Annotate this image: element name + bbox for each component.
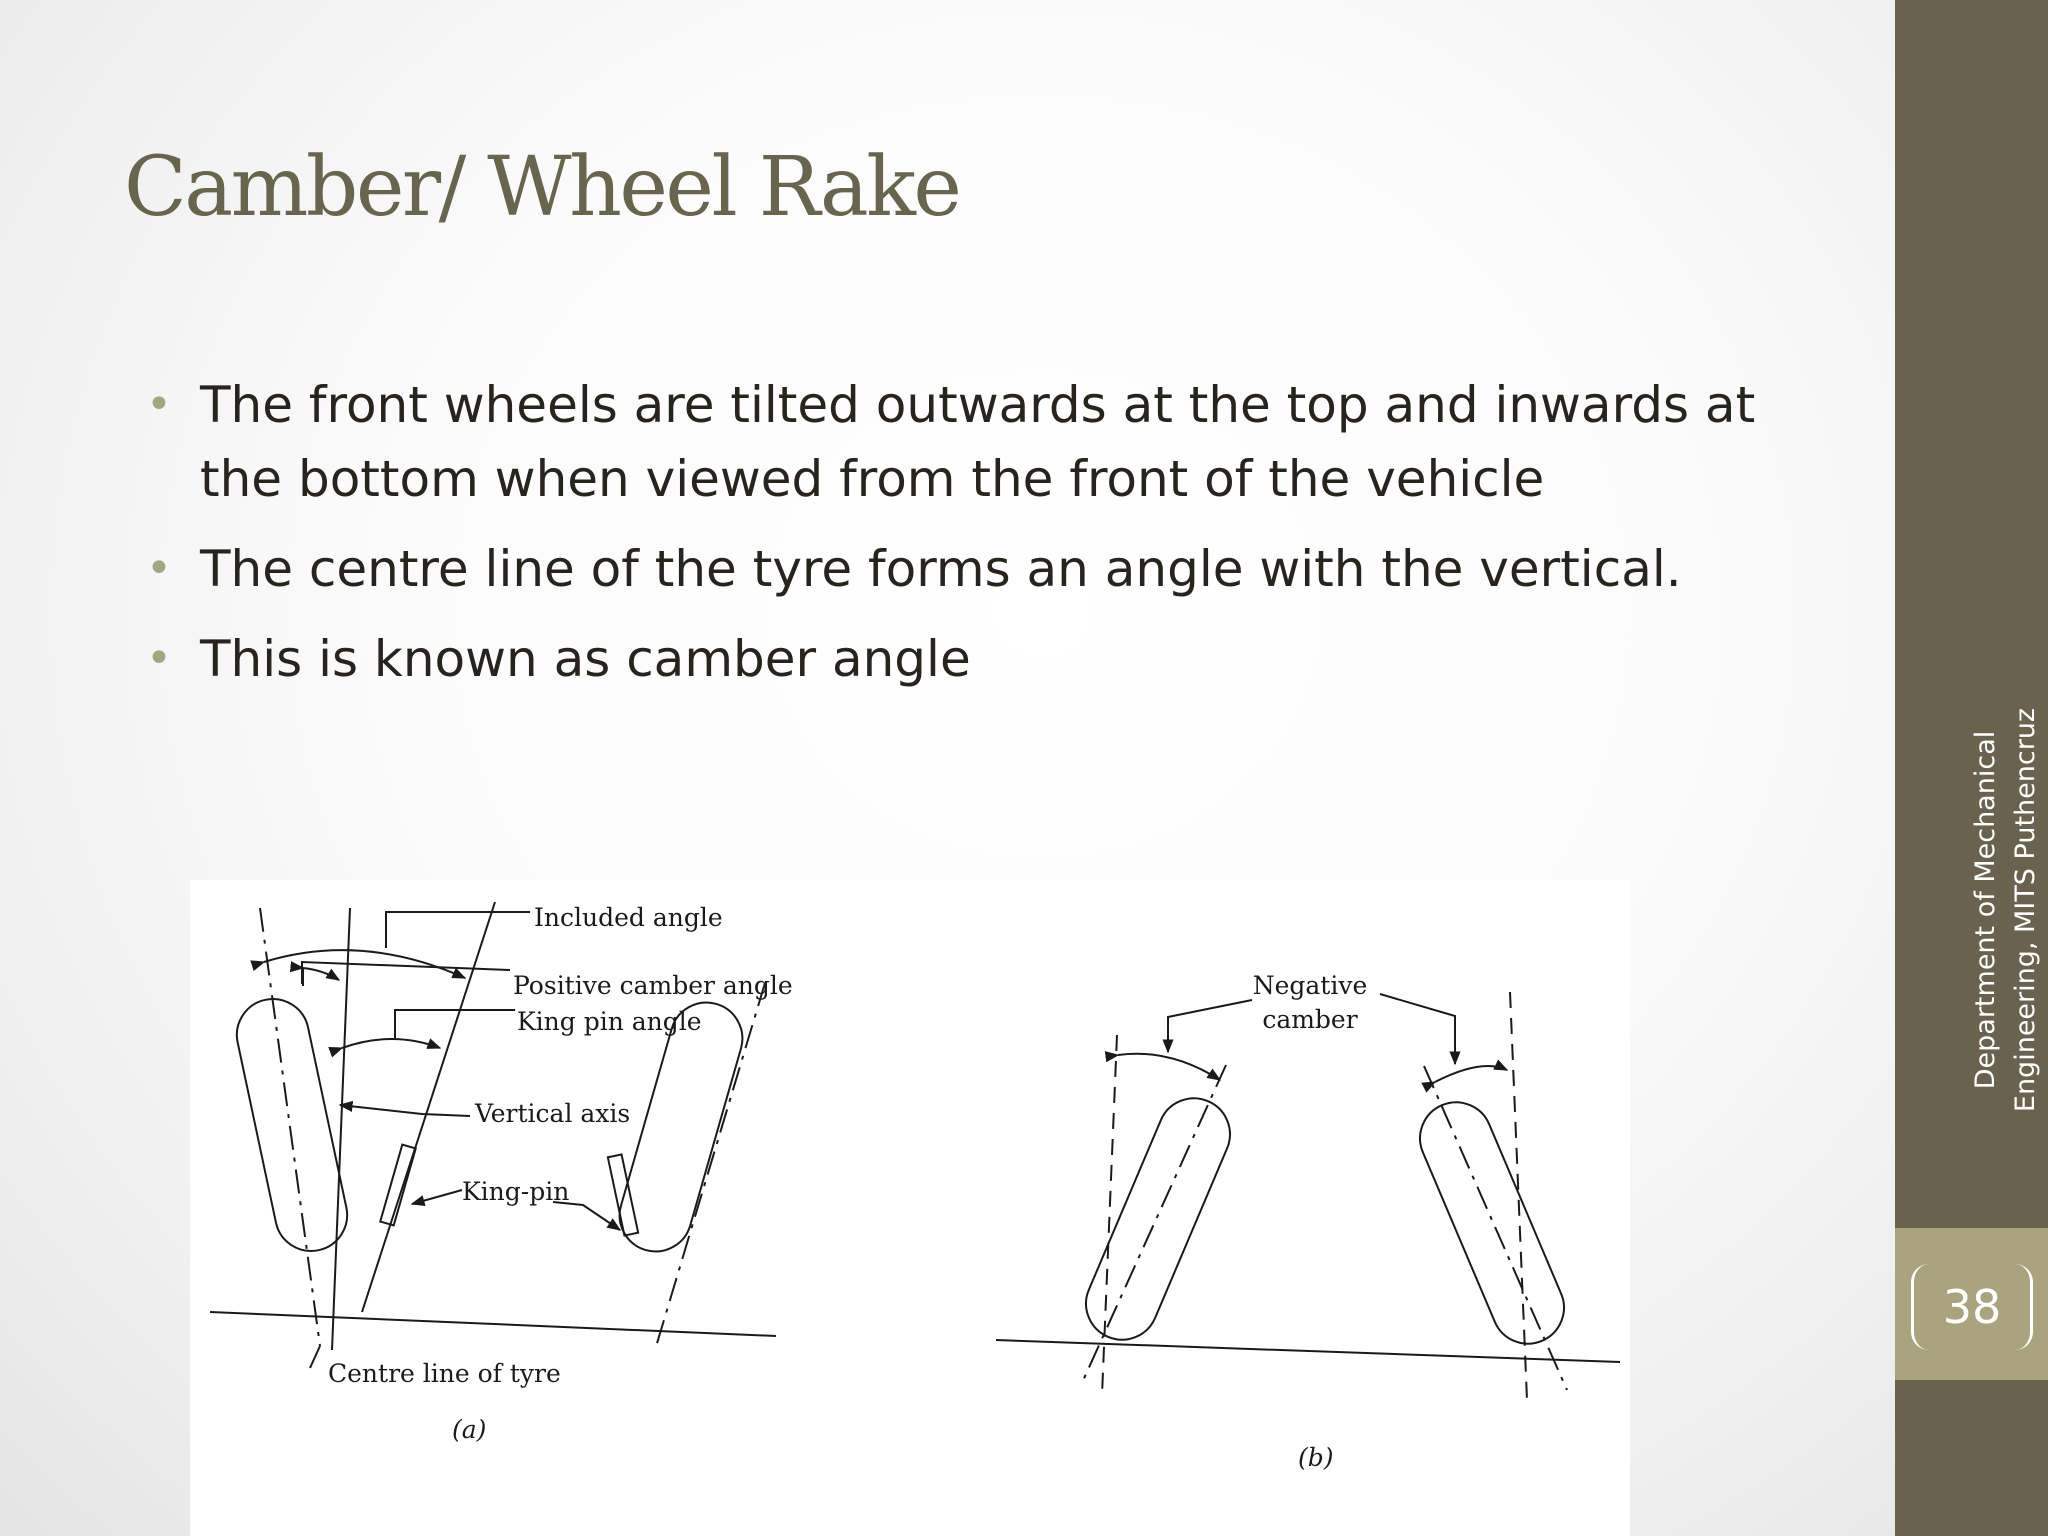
included-angle-label: Included angle: [534, 903, 723, 932]
figure-b-caption: (b): [1298, 1443, 1334, 1472]
left-vertical-b: [1101, 1034, 1118, 1396]
positive-camber-arc: [289, 961, 341, 981]
bullet-icon: •: [146, 379, 172, 430]
vertical-axis-line: [331, 907, 351, 1351]
king-pin-angle-leader: [394, 1009, 515, 1038]
left-king-pin: [379, 1143, 417, 1227]
included-angle-leader: [385, 911, 530, 948]
bullet-text: The front wheels are tilted outwards at …: [200, 376, 1756, 508]
bullet-item: • This is known as camber angle: [140, 622, 1800, 696]
left-wheel-b: [1085, 1097, 1231, 1341]
page-number-band: 38: [1895, 1228, 2048, 1380]
right-king-pin: [606, 1153, 640, 1237]
king-pin-leader-right: [552, 1201, 622, 1231]
bullet-text: This is known as camber angle: [200, 630, 971, 688]
ground-line-a: [209, 1311, 777, 1337]
left-wheel-a: [235, 998, 349, 1252]
negative-camber-leader-left: [1162, 999, 1253, 1054]
slide: Camber/ Wheel Rake • The front wheels are…: [0, 0, 1895, 1536]
slide-title: Camber/ Wheel Rake: [124, 140, 962, 235]
king-pin-label: King-pin: [462, 1177, 569, 1206]
figure-a-caption: (a): [452, 1415, 486, 1444]
right-wheel-centreline: [654, 982, 766, 1351]
positive-camber-label: Positive camber angle: [513, 971, 793, 1000]
king-pin-angle-arc: [328, 1038, 442, 1058]
king-pin-axis-line: [361, 901, 496, 1313]
right-vertical-b: [1509, 991, 1528, 1401]
vertical-axis-label: Vertical axis: [474, 1099, 630, 1128]
bullet-icon: •: [146, 633, 172, 684]
camber-diagram-svg: Included angle Positive camber angle Kin…: [209, 901, 1621, 1472]
bullet-icon: •: [146, 543, 172, 594]
king-pin-leader: [410, 1189, 463, 1206]
bullet-text: The centre line of the tyre forms an ang…: [200, 540, 1682, 598]
bullet-list: • The front wheels are tilted outwards at…: [140, 368, 1800, 712]
right-wheel-a: [618, 1001, 744, 1253]
left-negative-camber-arc: [1104, 1051, 1222, 1081]
department-label: Department of Mechanical Engineering, MI…: [1966, 670, 2046, 1150]
right-wheel-b-centreline: [1423, 1065, 1568, 1391]
positive-camber-leader-line: [301, 960, 511, 984]
left-wheel-centreline: [259, 907, 321, 1347]
centre-line-leader: [309, 1345, 321, 1369]
king-pin-angle-label: King pin angle: [517, 1007, 702, 1036]
bullet-item: • The front wheels are tilted outwards at…: [140, 368, 1800, 516]
camber-label: camber: [1262, 1005, 1357, 1034]
page-number: 38: [1911, 1264, 2033, 1350]
centre-line-label: Centre line of tyre: [328, 1359, 561, 1388]
ground-line-b: [995, 1339, 1621, 1363]
department-line-2: Engineering, MITS Puthencruz: [2010, 707, 2041, 1113]
left-wheel-b-centreline: [1080, 1064, 1227, 1386]
negative-label: Negative: [1253, 971, 1368, 1000]
department-line-1: Department of Mechanical: [1970, 730, 2001, 1090]
sidebar: 38: [1895, 0, 2048, 1536]
right-negative-camber-arc: [1421, 1059, 1509, 1093]
bullet-item: • The centre line of the tyre forms an an…: [140, 532, 1800, 606]
camber-diagram: Included angle Positive camber angle Kin…: [190, 880, 1630, 1536]
negative-camber-leader-right: [1379, 993, 1461, 1066]
right-wheel-b: [1419, 1101, 1565, 1345]
vertical-axis-leader: [338, 1100, 471, 1117]
